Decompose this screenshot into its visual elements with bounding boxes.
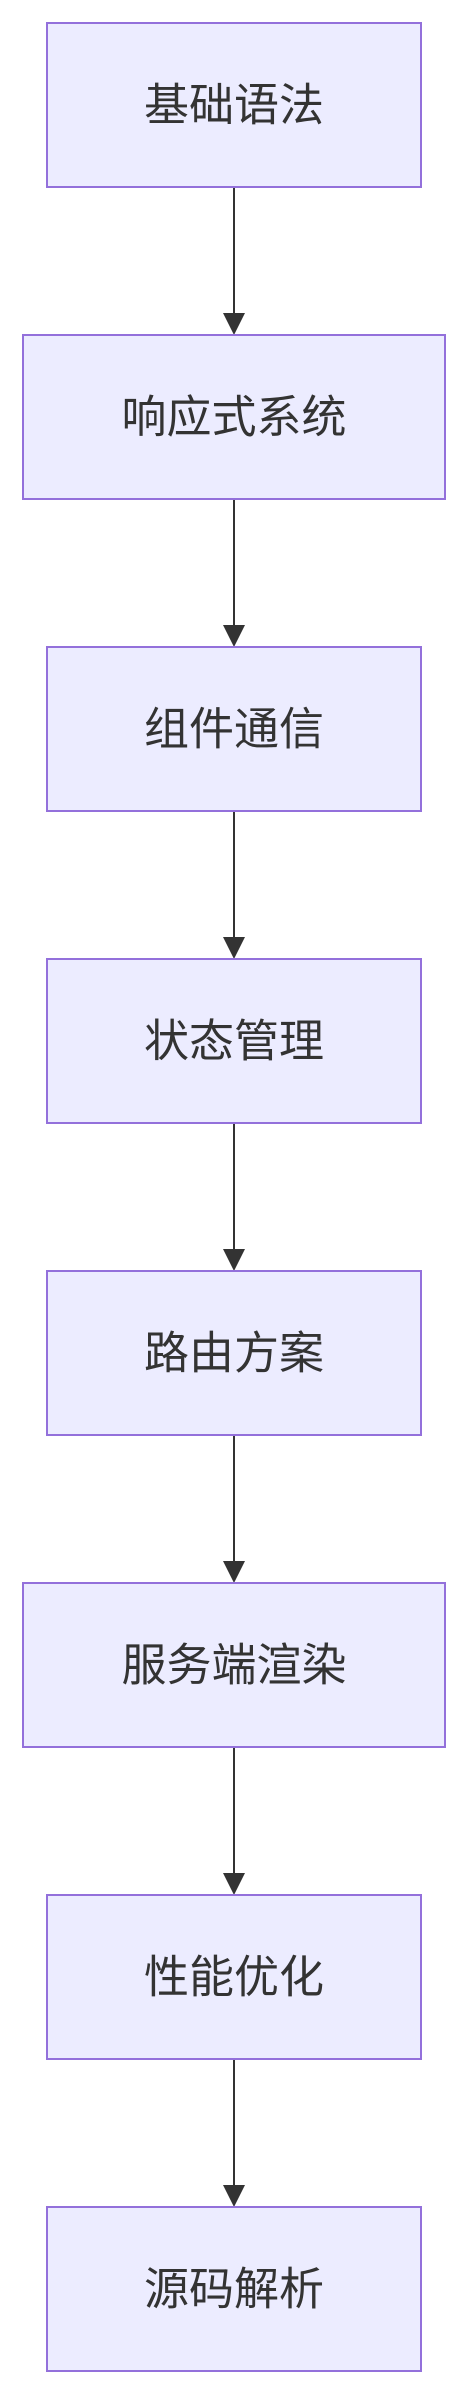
node-box (46, 1894, 422, 2060)
node-box (46, 646, 422, 812)
arrowhead-icon (223, 313, 245, 335)
flowchart-node: 基础语法 (46, 22, 422, 188)
flowchart-node: 组件通信 (46, 646, 422, 812)
node-label: 服务端渲染 (121, 1639, 346, 1692)
node-box (46, 958, 422, 1124)
arrowhead-icon (223, 2185, 245, 2207)
flowchart-node: 路由方案 (46, 1270, 422, 1436)
arrowhead-icon (223, 1249, 245, 1271)
flowchart-edges (223, 187, 245, 2207)
flowchart-edge (223, 2059, 245, 2207)
arrowhead-icon (223, 1561, 245, 1583)
flowchart-edge (223, 499, 245, 647)
node-label: 基础语法 (144, 79, 324, 132)
flowchart-node: 源码解析 (46, 2206, 422, 2372)
flowchart-edge (223, 1123, 245, 1271)
flowchart-edge (223, 811, 245, 959)
node-label: 状态管理 (144, 1015, 324, 1068)
node-label: 路由方案 (144, 1327, 324, 1380)
node-box (46, 22, 422, 188)
flowchart-node: 性能优化 (46, 1894, 422, 2060)
flowchart-node: 状态管理 (46, 958, 422, 1124)
flowchart-edge (223, 1747, 245, 1895)
arrowhead-icon (223, 937, 245, 959)
node-label: 组件通信 (144, 703, 324, 756)
node-box (22, 334, 446, 500)
flowchart-edge (223, 187, 245, 335)
arrowhead-icon (223, 625, 245, 647)
node-label: 源码解析 (144, 2263, 324, 2316)
node-label: 性能优化 (144, 1951, 324, 2004)
flowchart-node: 服务端渲染 (22, 1582, 446, 1748)
flowchart-node: 响应式系统 (22, 334, 446, 500)
node-box (22, 1582, 446, 1748)
node-box (46, 1270, 422, 1436)
flowchart-edge (223, 1435, 245, 1583)
arrowhead-icon (223, 1873, 245, 1895)
node-box (46, 2206, 422, 2372)
node-label: 响应式系统 (121, 391, 346, 444)
